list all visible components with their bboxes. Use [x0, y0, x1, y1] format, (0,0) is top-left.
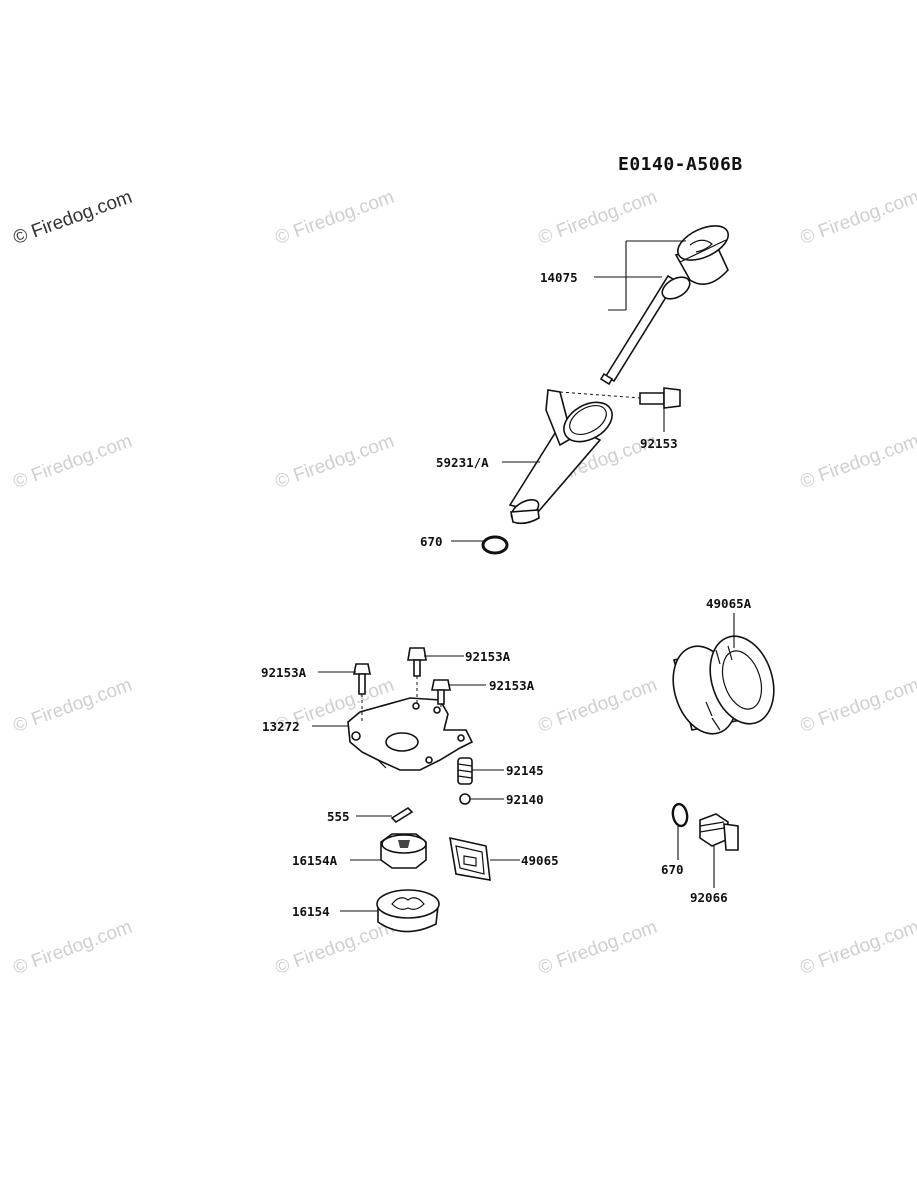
- part-label-670: 670: [661, 862, 684, 877]
- part-label-92153A: 92153A: [261, 665, 307, 680]
- part-label-59231A: 59231/A: [436, 455, 489, 470]
- inner-rotor-part: [380, 833, 427, 869]
- bolt-92153A-center-part: [407, 647, 427, 703]
- part-label-92140: 92140: [506, 792, 544, 807]
- dipstick-part: [599, 225, 729, 386]
- outer-rotor-part: [376, 889, 440, 933]
- pin-part: [390, 806, 414, 824]
- o-ring-670-part: [481, 535, 509, 555]
- part-label-14075: 14075: [540, 270, 578, 285]
- oil-filler-tube-part: [508, 389, 613, 525]
- part-label-92145: 92145: [506, 763, 544, 778]
- part-label-49065A: 49065A: [706, 596, 752, 611]
- ball-part: [459, 793, 471, 805]
- part-label-92153A: 92153A: [465, 649, 511, 664]
- spring-part: [457, 757, 473, 785]
- part-label-92153A: 92153A: [489, 678, 535, 693]
- bolt-92153-part: [559, 387, 681, 409]
- part-label-92066: 92066: [690, 890, 728, 905]
- strainer-screen-part: [449, 836, 491, 881]
- part-label-16154A: 16154A: [292, 853, 338, 868]
- pump-cover-plate-part: [347, 697, 474, 771]
- o-ring-670-lower-part: [671, 802, 689, 828]
- bolt-92153A-right-part: [431, 679, 451, 708]
- diagram-code: E0140-A506B: [618, 154, 743, 175]
- part-label-16154: 16154: [292, 904, 330, 919]
- oil-filter-part: [672, 635, 775, 735]
- bolt-92153A-left-part: [353, 663, 371, 722]
- part-label-92153: 92153: [640, 436, 678, 451]
- part-label-670: 670: [420, 534, 443, 549]
- part-label-13272: 13272: [262, 719, 300, 734]
- part-label-49065: 49065: [521, 853, 559, 868]
- part-label-555: 555: [327, 809, 350, 824]
- drain-plug-part: [699, 813, 739, 851]
